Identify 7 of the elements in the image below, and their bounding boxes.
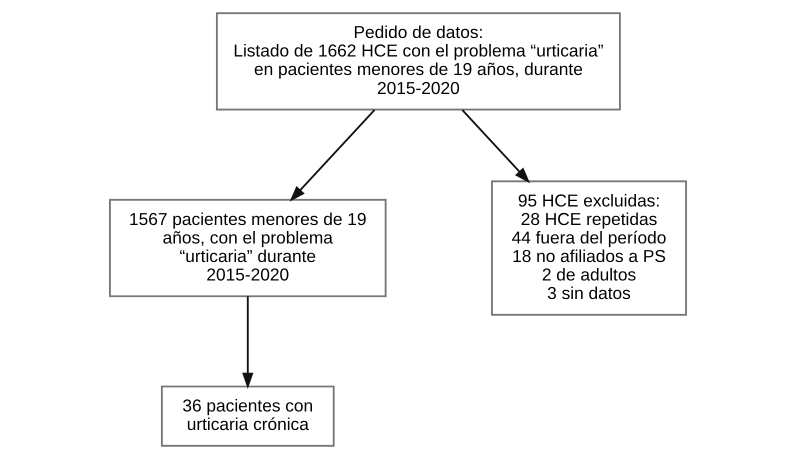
arrow: [242, 296, 254, 389]
node-box: Pedido de datos: Listado de 1662 HCE con el problema “urticaria” en pacientes menores de 19 años, durante 2015-2020: [216, 12, 621, 110]
arrow: [462, 109, 530, 184]
node-box: 1567 pacientes menores de 19 años, con el problema “urticaria” durante 2015-2020: [109, 198, 387, 298]
arrow: [290, 109, 376, 202]
node-box: 36 pacientes con urticaria crónica: [160, 386, 335, 447]
node-box: 95 HCE excluidas: 28 HCE repetidas 44 fuera del período 18 no afiliados a PS 2 de adultos 3 sin datos: [491, 180, 687, 316]
